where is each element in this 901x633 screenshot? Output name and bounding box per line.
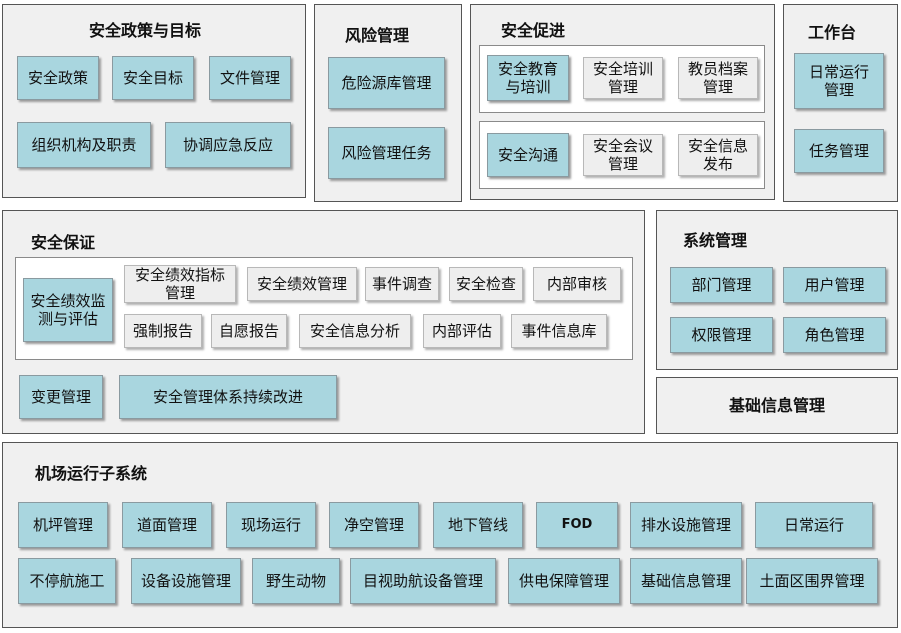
user-management-button[interactable]: 用户管理 [783, 267, 886, 303]
safety-info-analysis-button[interactable]: 安全信息分析 [299, 314, 411, 348]
workbench-title: 工作台 [808, 23, 857, 42]
pavement-management-button[interactable]: 道面管理 [122, 502, 212, 548]
safety-communication-button[interactable]: 安全沟通 [487, 133, 569, 177]
visual-aid-equipment-button[interactable]: 目视助航设备管理 [350, 558, 496, 604]
basic-info-panel[interactable]: 基础信息管理 [656, 377, 898, 434]
hazard-library-button[interactable]: 危险源库管理 [328, 57, 445, 109]
basic-info-title: 基础信息管理 [728, 395, 825, 415]
drainage-facility-button[interactable]: 排水设施管理 [630, 502, 742, 548]
performance-indicator-button[interactable]: 安全绩效指标管理 [124, 265, 236, 303]
internal-audit-button[interactable]: 内部审核 [533, 267, 621, 301]
risk-title: 风险管理 [345, 26, 410, 45]
equipment-facility-button[interactable]: 设备设施管理 [131, 558, 241, 604]
workbench-panel: 工作台 日常运行管理 任务管理 [783, 4, 898, 202]
department-management-button[interactable]: 部门管理 [670, 267, 773, 303]
non-stop-construction-button[interactable]: 不停航施工 [18, 558, 116, 604]
airport-basic-info-button[interactable]: 基础信息管理 [630, 558, 742, 604]
role-management-button[interactable]: 角色管理 [783, 317, 886, 353]
daily-operation-management-button[interactable]: 日常运行管理 [794, 53, 884, 109]
safety-target-button[interactable]: 安全目标 [112, 56, 194, 100]
system-panel: 系统管理 部门管理 用户管理 权限管理 角色管理 [656, 210, 898, 370]
fod-button[interactable]: FOD [536, 502, 618, 548]
internal-evaluation-button[interactable]: 内部评估 [423, 314, 501, 348]
policy-title: 安全政策与目标 [89, 21, 202, 40]
policy-panel: 安全政策与目标 安全政策 安全目标 文件管理 组织机构及职责 协调应急反应 [2, 4, 306, 198]
incident-investigation-button[interactable]: 事件调查 [365, 267, 439, 301]
emergency-response-button[interactable]: 协调应急反应 [165, 122, 291, 168]
organization-duties-button[interactable]: 组织机构及职责 [17, 122, 151, 168]
safety-info-release-button[interactable]: 安全信息发布 [678, 134, 758, 176]
system-title: 系统管理 [683, 231, 748, 250]
instructor-archive-button[interactable]: 教员档案管理 [678, 57, 758, 99]
risk-panel: 风险管理 危险源库管理 风险管理任务 [314, 4, 462, 202]
performance-management-button[interactable]: 安全绩效管理 [247, 267, 357, 301]
field-operation-button[interactable]: 现场运行 [226, 502, 316, 548]
safety-inspection-button[interactable]: 安全检查 [449, 267, 523, 301]
continuous-improvement-button[interactable]: 安全管理体系持续改进 [119, 375, 337, 419]
wildlife-button[interactable]: 野生动物 [252, 558, 340, 604]
assurance-title: 安全保证 [31, 233, 96, 252]
airport-panel: 机场运行子系统 机坪管理 道面管理 现场运行 净空管理 地下管线 FOD 排水设… [2, 442, 898, 628]
voluntary-report-button[interactable]: 自愿报告 [211, 314, 287, 348]
apron-management-button[interactable]: 机坪管理 [18, 502, 108, 548]
incident-database-button[interactable]: 事件信息库 [511, 314, 607, 348]
permission-management-button[interactable]: 权限管理 [670, 317, 773, 353]
clearance-management-button[interactable]: 净空管理 [329, 502, 419, 548]
promotion-panel: 安全促进 安全教育与培训 安全培训管理 教员档案管理 安全沟通 安全会议管理 安… [470, 4, 775, 200]
change-management-button[interactable]: 变更管理 [19, 375, 103, 419]
mandatory-report-button[interactable]: 强制报告 [124, 314, 202, 348]
assurance-panel: 安全保证 安全绩效监测与评估 安全绩效指标管理 安全绩效管理 事件调查 安全检查… [2, 210, 645, 434]
airport-title: 机场运行子系统 [35, 464, 148, 483]
promotion-title: 安全促进 [501, 21, 566, 40]
safety-policy-button[interactable]: 安全政策 [17, 56, 99, 100]
document-management-button[interactable]: 文件管理 [209, 56, 291, 100]
soil-area-fence-button[interactable]: 土面区围界管理 [746, 558, 878, 604]
safety-training-button[interactable]: 安全培训管理 [583, 57, 663, 99]
power-supply-button[interactable]: 供电保障管理 [508, 558, 620, 604]
safety-education-button[interactable]: 安全教育与培训 [487, 55, 569, 101]
safety-meeting-button[interactable]: 安全会议管理 [583, 134, 663, 176]
daily-operation-button[interactable]: 日常运行 [755, 502, 873, 548]
underground-pipeline-button[interactable]: 地下管线 [433, 502, 523, 548]
risk-task-button[interactable]: 风险管理任务 [328, 127, 445, 179]
task-management-button[interactable]: 任务管理 [794, 129, 884, 173]
performance-monitoring-button[interactable]: 安全绩效监测与评估 [23, 278, 113, 342]
